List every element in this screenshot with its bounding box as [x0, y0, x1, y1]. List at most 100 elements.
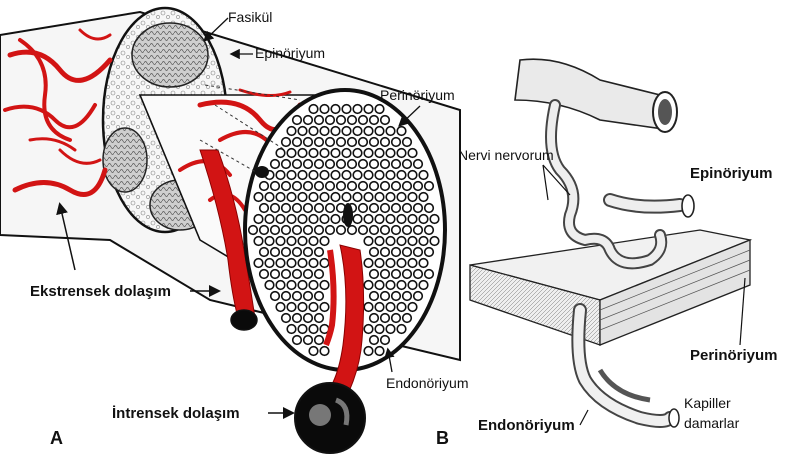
axon: [425, 270, 434, 279]
axon: [419, 281, 428, 290]
axon: [315, 226, 324, 235]
axon: [298, 193, 307, 202]
axon: [419, 171, 428, 180]
axon: [315, 270, 324, 279]
axon: [392, 138, 401, 147]
axon: [370, 160, 379, 169]
axon: [315, 292, 324, 301]
axon: [293, 314, 302, 323]
axon: [320, 171, 329, 180]
epineurial-vessel-top-lumen: [658, 99, 672, 125]
axon: [364, 281, 373, 290]
axon: [408, 281, 417, 290]
axon: [397, 149, 406, 158]
axon: [397, 237, 406, 246]
axon: [381, 182, 390, 191]
axon: [364, 303, 373, 312]
axon: [315, 160, 324, 169]
axon: [419, 215, 428, 224]
axon: [386, 171, 395, 180]
axon: [386, 237, 395, 246]
axon: [364, 347, 373, 356]
axon: [331, 215, 340, 224]
endoneurial-vessel-dot-2: [255, 166, 269, 178]
axon: [276, 149, 285, 158]
axon: [381, 204, 390, 213]
axon: [348, 226, 357, 235]
label-endoneurium-a: Endonöriyum: [386, 375, 469, 391]
axon: [364, 259, 373, 268]
axon: [320, 127, 329, 136]
axon: [364, 149, 373, 158]
axon: [309, 303, 318, 312]
axon: [419, 237, 428, 246]
axon: [254, 193, 263, 202]
axon: [392, 314, 401, 323]
axon: [353, 127, 362, 136]
axon: [304, 116, 313, 125]
axon: [320, 281, 329, 290]
axon: [265, 193, 274, 202]
axon: [254, 215, 263, 224]
axon: [326, 204, 335, 213]
axon: [408, 237, 417, 246]
extrinsic-vessel-lumen: [231, 310, 257, 330]
axon: [397, 127, 406, 136]
panel-a: Fasikül Epinöriyum Perinöriyum Endonöriy…: [0, 8, 469, 453]
axon: [271, 248, 280, 257]
axon: [375, 215, 384, 224]
label-epineurium-a: Epinöriyum: [255, 45, 325, 61]
axon: [287, 259, 296, 268]
axon: [359, 226, 368, 235]
axon: [381, 248, 390, 257]
label-endoneurium-b: Endonöriyum: [478, 417, 575, 434]
axon: [293, 336, 302, 345]
axon: [370, 204, 379, 213]
axon: [309, 171, 318, 180]
axon: [309, 347, 318, 356]
axon: [408, 259, 417, 268]
axon: [419, 193, 428, 202]
label-epineurium-b: Epinöriyum: [690, 165, 773, 182]
axon: [386, 281, 395, 290]
axon: [348, 116, 357, 125]
axon: [381, 336, 390, 345]
axon: [282, 270, 291, 279]
axon: [326, 160, 335, 169]
axon: [320, 215, 329, 224]
axon: [403, 292, 412, 301]
axon: [298, 259, 307, 268]
axon: [403, 160, 412, 169]
axon: [320, 303, 329, 312]
axon: [293, 160, 302, 169]
axon: [331, 105, 340, 114]
red-blood-cell-1: [309, 404, 331, 426]
axon: [304, 226, 313, 235]
axon: [370, 248, 379, 257]
axon: [397, 303, 406, 312]
axon: [304, 138, 313, 147]
axon: [430, 215, 439, 224]
axon: [408, 303, 417, 312]
axon: [260, 270, 269, 279]
axon: [403, 182, 412, 191]
label-fascicle: Fasikül: [228, 9, 272, 25]
axon: [293, 292, 302, 301]
axon: [397, 171, 406, 180]
axon: [414, 292, 423, 301]
axon: [271, 204, 280, 213]
axon: [260, 204, 269, 213]
axon: [381, 314, 390, 323]
axon: [282, 226, 291, 235]
axon: [326, 138, 335, 147]
axon: [397, 281, 406, 290]
axon: [287, 193, 296, 202]
axon: [381, 138, 390, 147]
axon: [370, 138, 379, 147]
axon: [381, 270, 390, 279]
axon: [370, 116, 379, 125]
axon: [320, 347, 329, 356]
axon: [425, 204, 434, 213]
axon: [271, 226, 280, 235]
